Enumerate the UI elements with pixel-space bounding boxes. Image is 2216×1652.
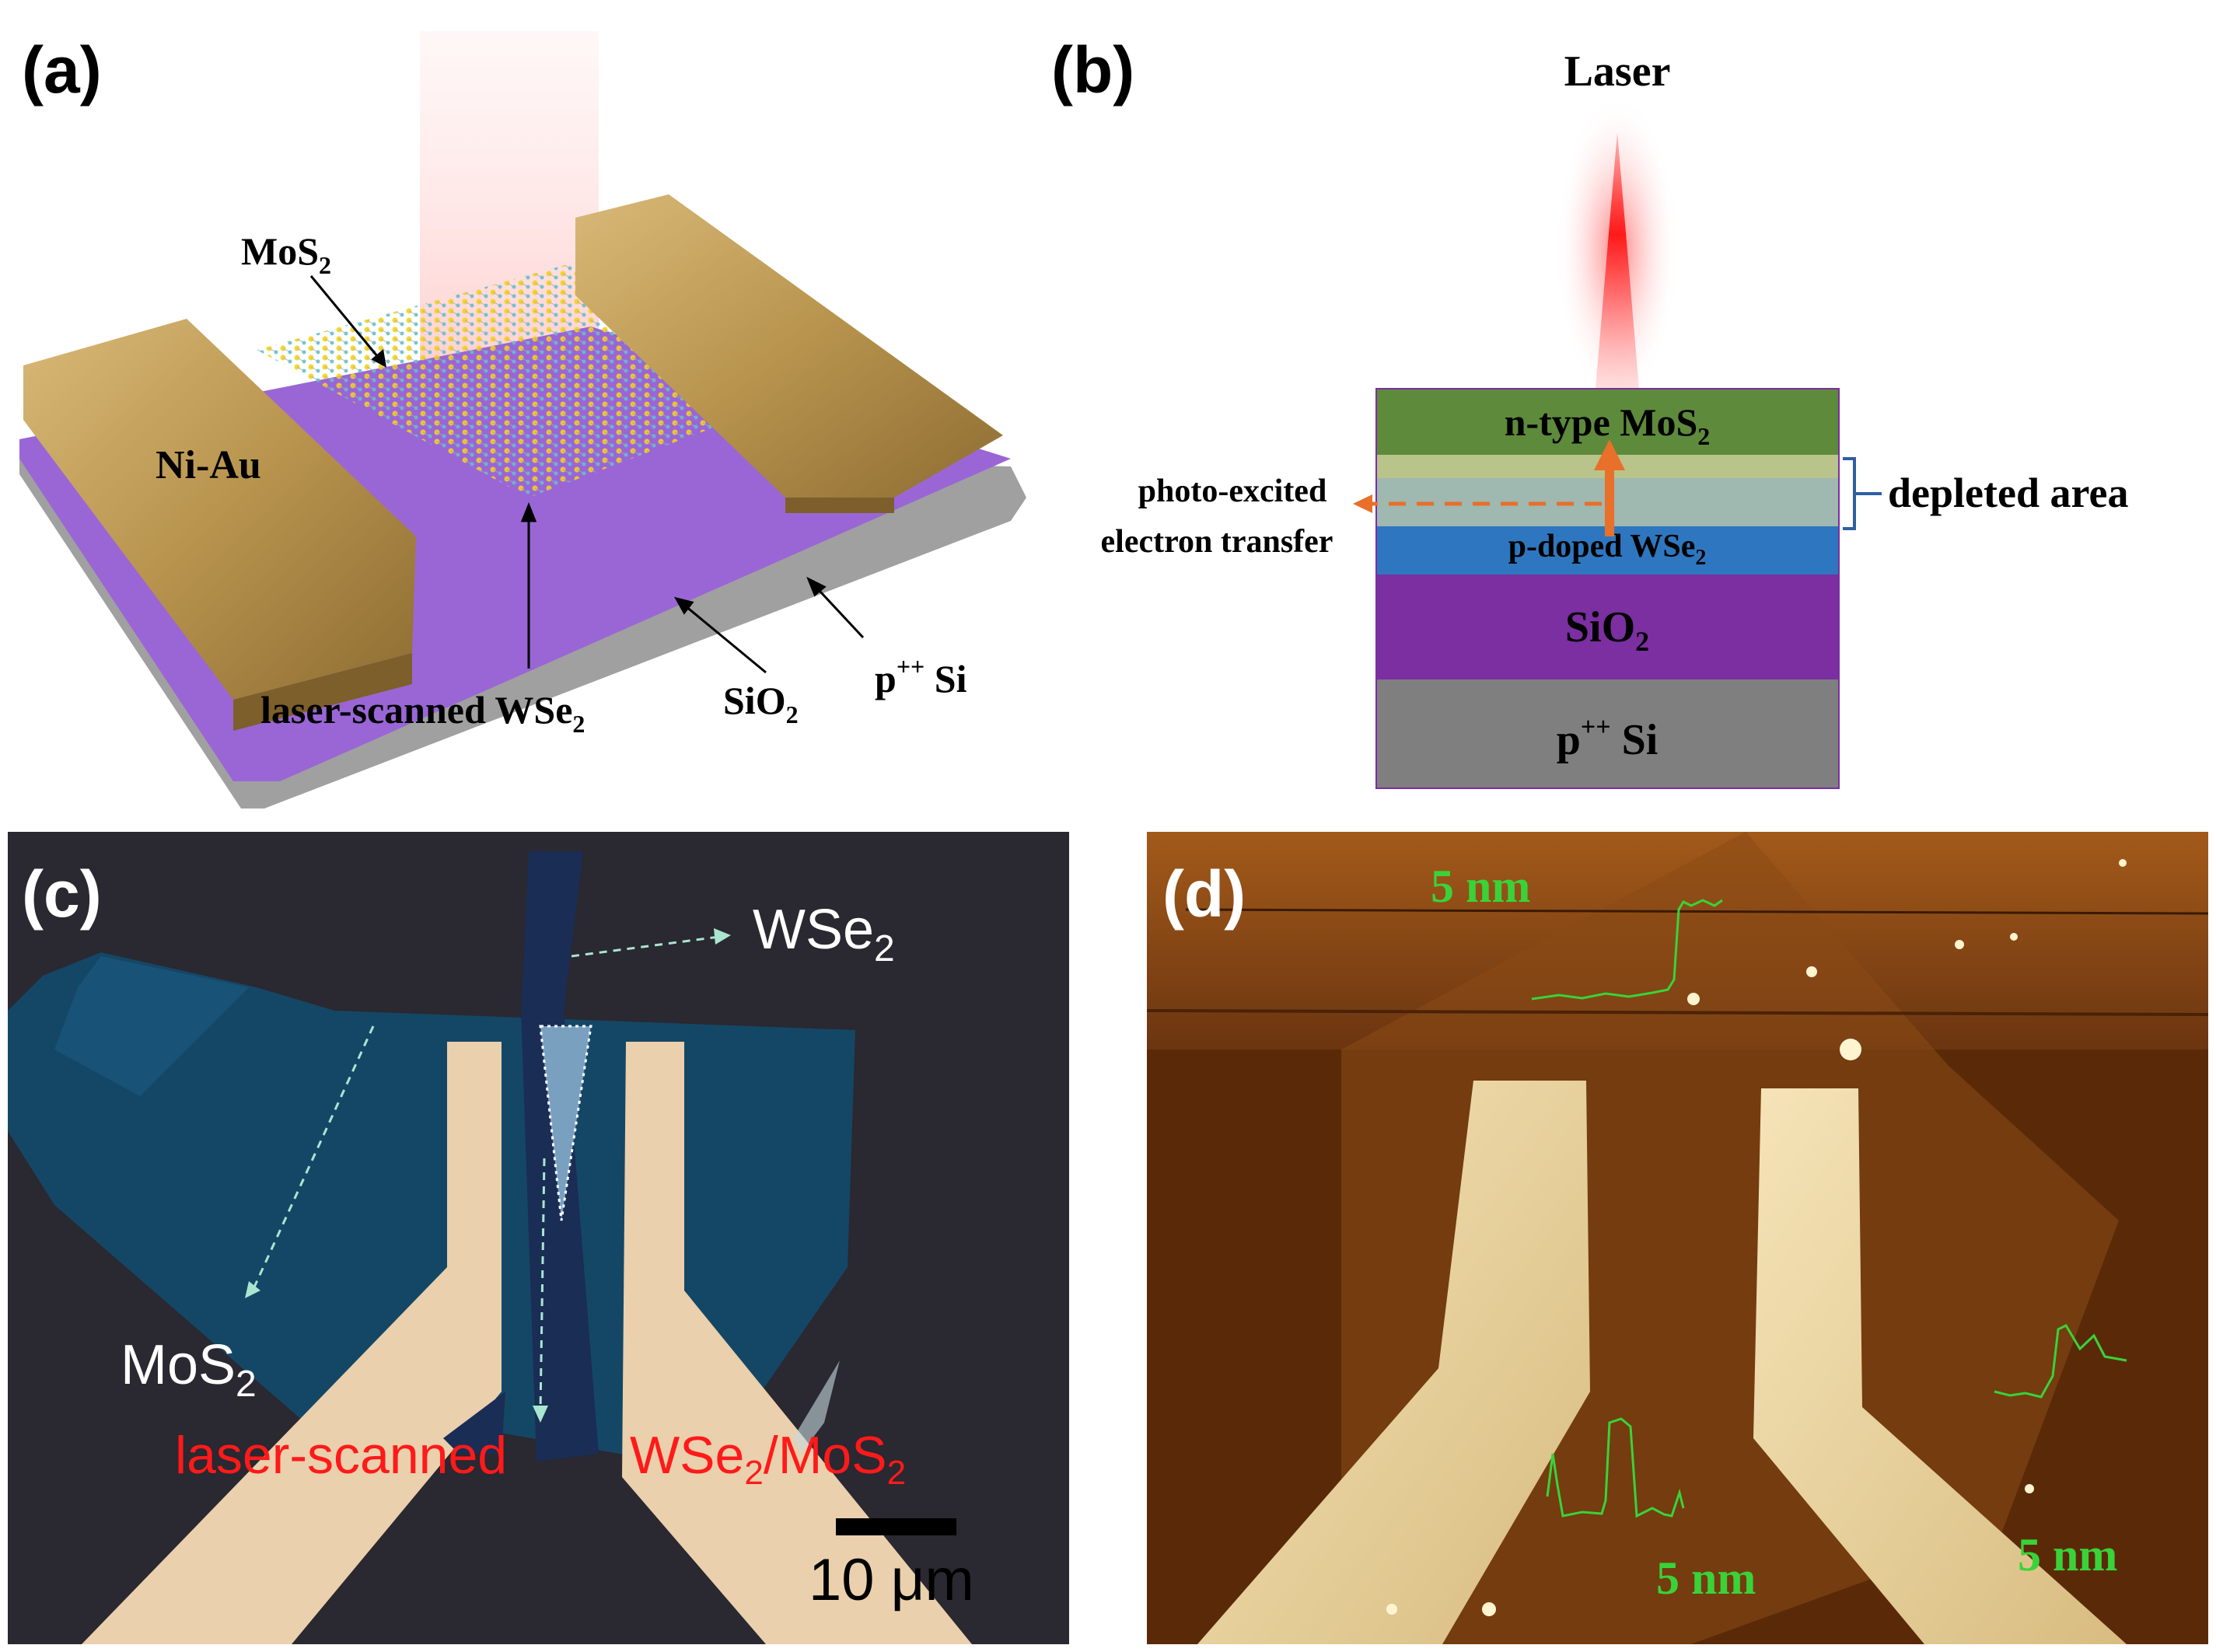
- laser-label: Laser: [1564, 47, 1671, 96]
- text-n-type-mos2: n-type MoS2: [1505, 400, 1711, 450]
- laser-cone: [1596, 132, 1639, 389]
- profile-label-2: 5 nm: [1656, 1552, 1756, 1604]
- band-stack-diagram: Laser n-type MoS2 p-doped WSe2 SiO2 p++ …: [1101, 47, 2128, 789]
- layer-sio2: [1376, 575, 1839, 679]
- text-photo-excited: photo-excited: [1138, 473, 1327, 509]
- profile-label-3: 5 nm: [2018, 1529, 2117, 1580]
- label-mos2: MoS2: [241, 229, 331, 279]
- c-label-laser-scanned: laser-scanned: [175, 1426, 507, 1485]
- scale-bar: [836, 1518, 956, 1535]
- right-electrode-optical: [622, 1042, 972, 1644]
- panel-d: 5 nm 5 nm 5 nm (d): [1147, 832, 2208, 1644]
- panel-a: (a): [0, 0, 1042, 824]
- c-label-wse2: WSe2: [753, 899, 895, 969]
- right-electrode-afm: [1753, 1088, 2127, 1644]
- label-sio2: SiO2: [723, 679, 799, 728]
- text-sio2: SiO2: [1565, 603, 1649, 657]
- laser-scanned-region: [539, 1025, 592, 1221]
- text-depleted-area: depleted area: [1888, 470, 2128, 516]
- label-psi: p++ Si: [875, 652, 967, 700]
- left-electrode-optical: [82, 1042, 502, 1644]
- panel-b: (b) Laser n-type MoS2: [1042, 0, 2216, 824]
- height-profile-3: [1994, 1324, 2127, 1399]
- annotation-arrows: [309, 275, 865, 674]
- panel-c-label: (c): [22, 857, 102, 931]
- panel-a-label: (a): [22, 33, 102, 107]
- text-psi: p++ Si: [1557, 713, 1659, 764]
- optical-micrograph: WSe2 MoS2 laser-scanned WSe2/MoS2 10 μm: [8, 851, 974, 1644]
- device-3d-illustration: MoS2 Ni-Au laser-scanned WSe2 SiO2 p++ S…: [19, 31, 1026, 809]
- right-electrode: [575, 194, 1003, 513]
- c-label-heterostructure: WSe2/MoS2: [630, 1426, 906, 1492]
- scale-bar-label: 10 μm: [809, 1547, 974, 1613]
- depleted-bracket: [1843, 457, 1882, 530]
- panel-c: WSe2 MoS2 laser-scanned WSe2/MoS2 10 μm …: [8, 832, 1069, 1644]
- height-profile-2: [1546, 1417, 1685, 1518]
- panel-d-label: (d): [1162, 857, 1246, 931]
- c-label-mos2: MoS2: [121, 1334, 257, 1405]
- label-laser-scanned-wse2: laser-scanned WSe2: [260, 688, 585, 738]
- left-electrode-afm: [1197, 1081, 1590, 1644]
- text-electron-transfer: electron transfer: [1101, 524, 1333, 560]
- profile-label-1: 5 nm: [1431, 861, 1530, 912]
- panel-b-label: (b): [1051, 33, 1135, 107]
- left-electrode: [23, 319, 416, 731]
- afm-image: 5 nm 5 nm 5 nm: [1147, 832, 2208, 1644]
- layer-si: [1376, 679, 1839, 788]
- label-niau: Ni-Au: [156, 443, 261, 487]
- text-p-doped-wse2: p-doped WSe2: [1508, 529, 1707, 570]
- vertical-arrow-head: [1594, 439, 1625, 470]
- height-profile-1: [1531, 899, 1723, 1001]
